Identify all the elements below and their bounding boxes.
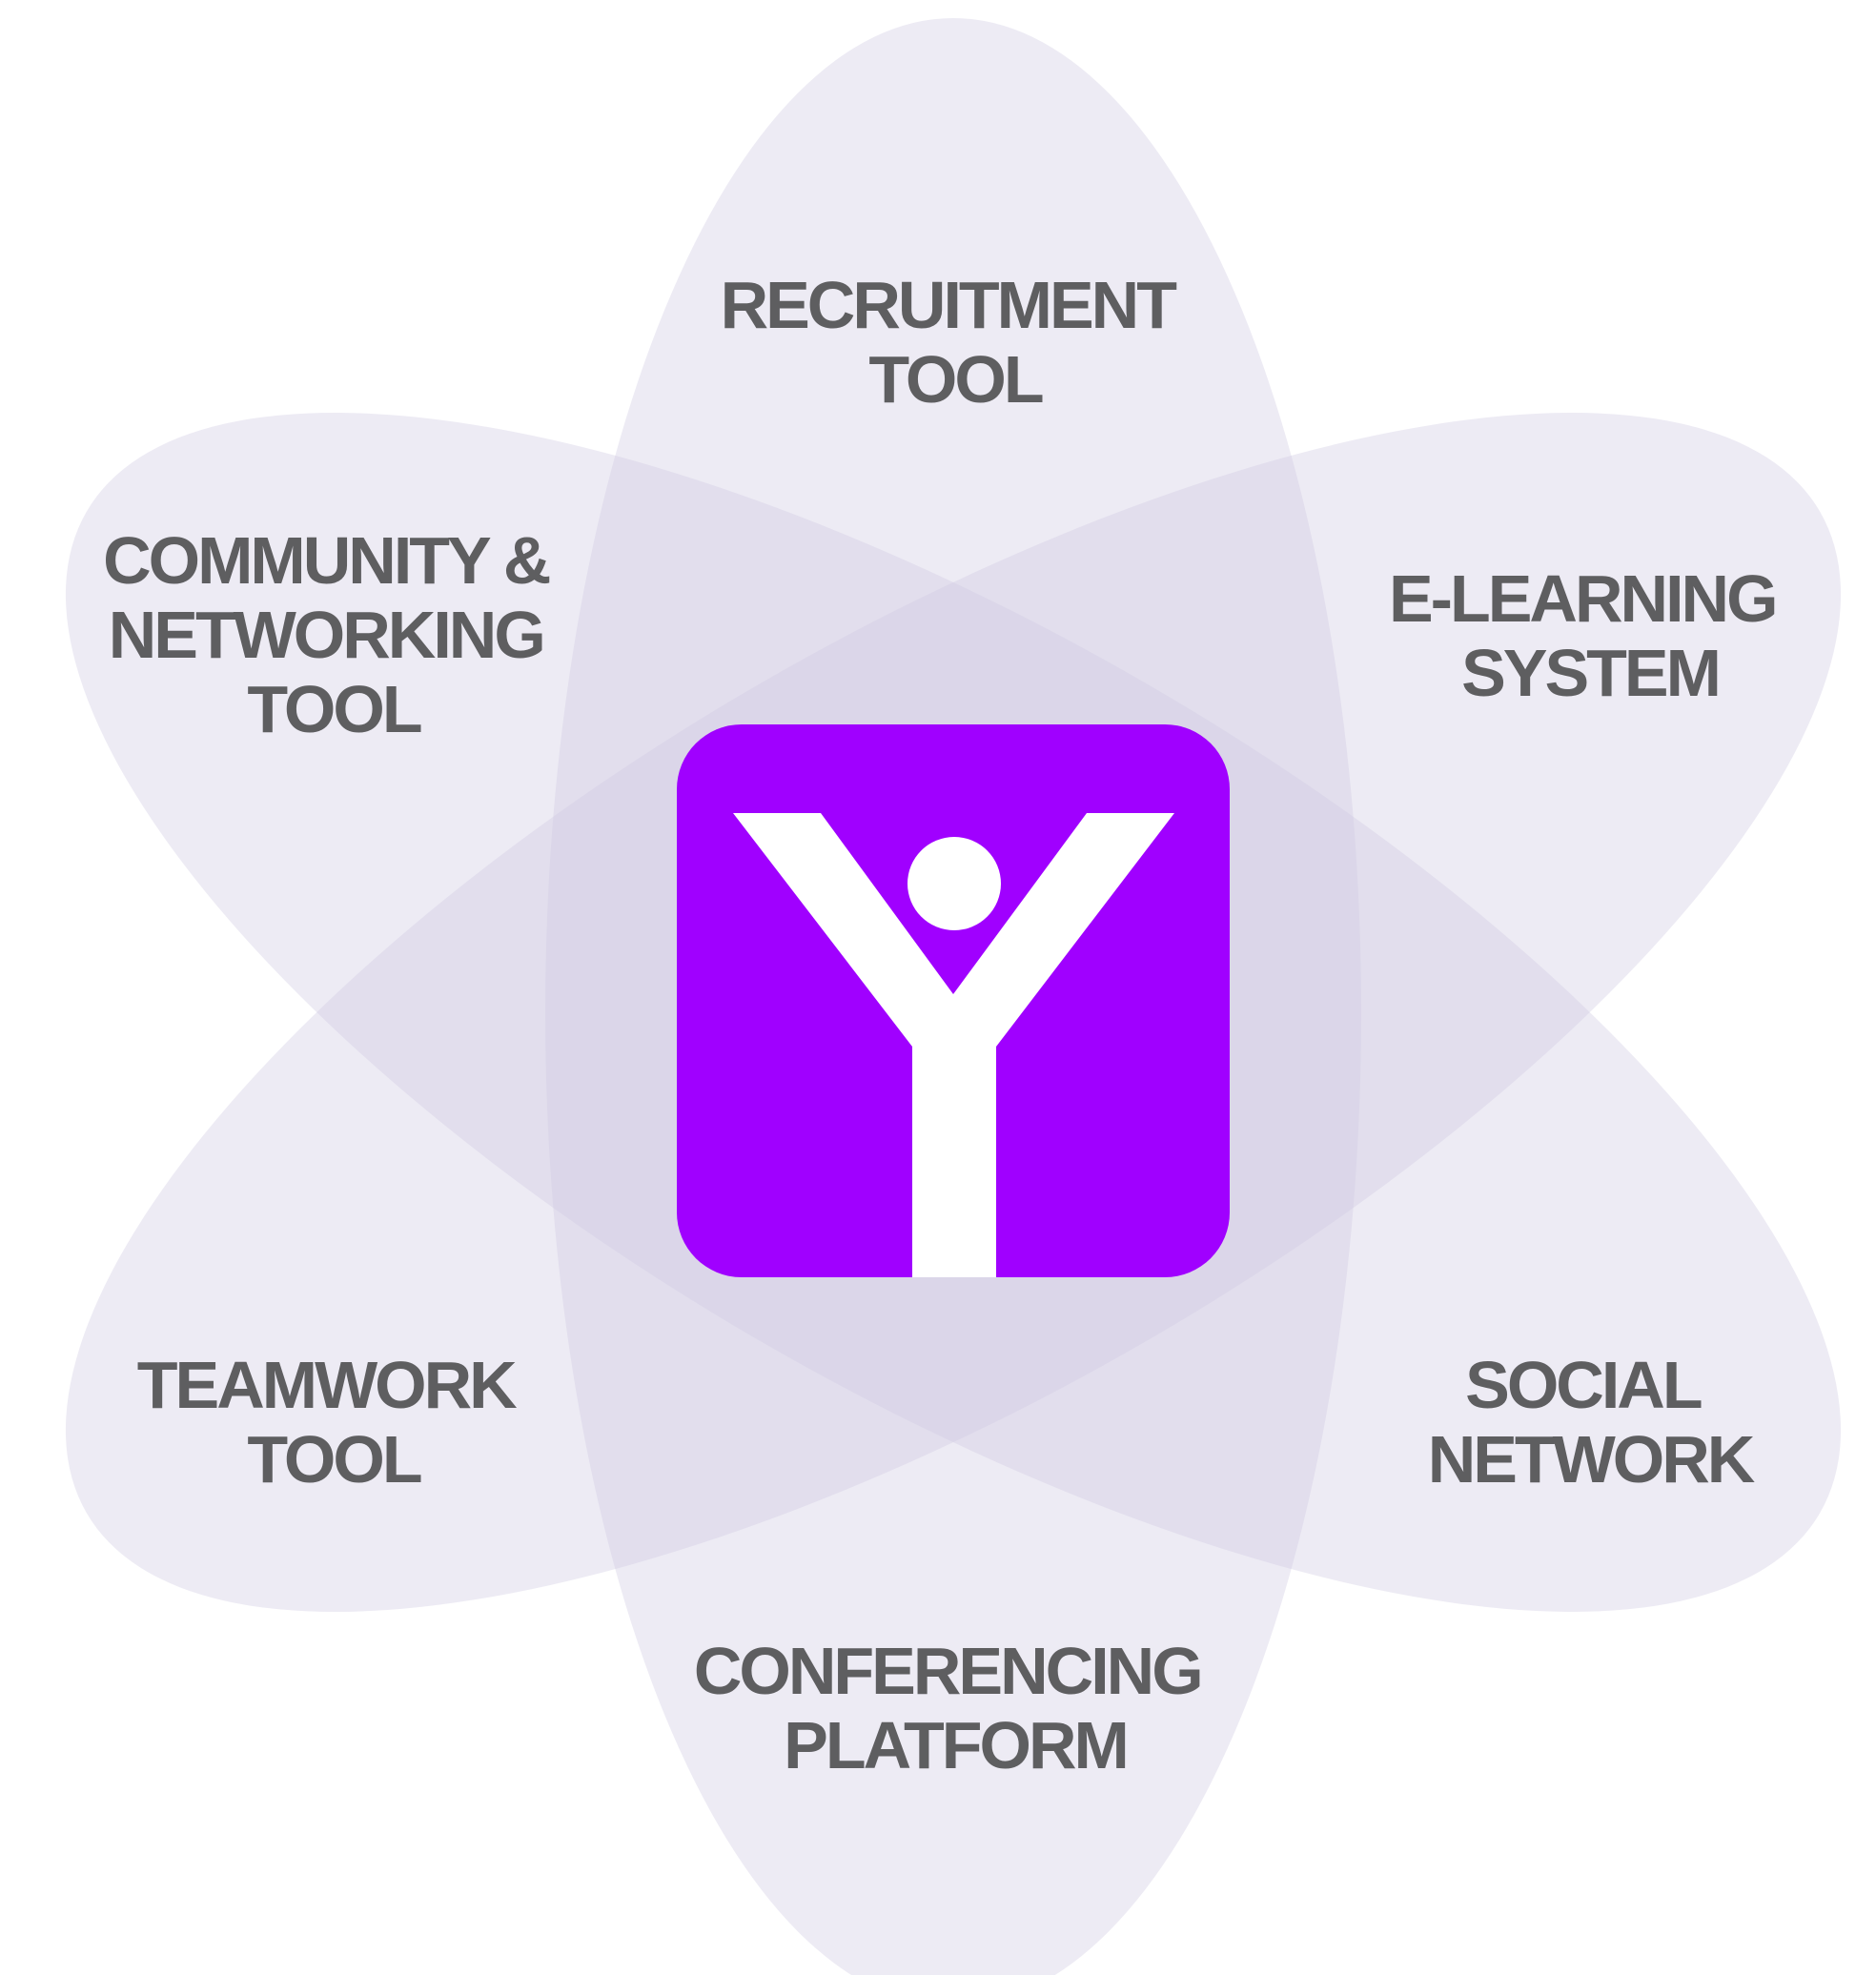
label-social-network: SOCIAL NETWORK [1428,1348,1755,1497]
logo-figure-head [907,837,1001,930]
person-arms-raised-logo-icon [733,813,1174,1277]
label-teamwork-tool: TEAMWORK TOOL [137,1348,530,1497]
label-e-learning-system: E-LEARNING SYSTEM [1389,561,1791,710]
logo-figure-body [733,813,1174,1277]
label-community-networking-tool: COMMUNITY & NETWORKING TOOL [103,523,564,746]
label-recruitment-tool: RECRUITMENT TOOL [721,268,1191,417]
label-conferencing-platform: CONFERENCING PLATFORM [694,1634,1216,1782]
center-logo [677,724,1230,1277]
petal-labels: RECRUITMENT TOOL COMMUNITY & NETWORKING … [103,268,1791,1782]
